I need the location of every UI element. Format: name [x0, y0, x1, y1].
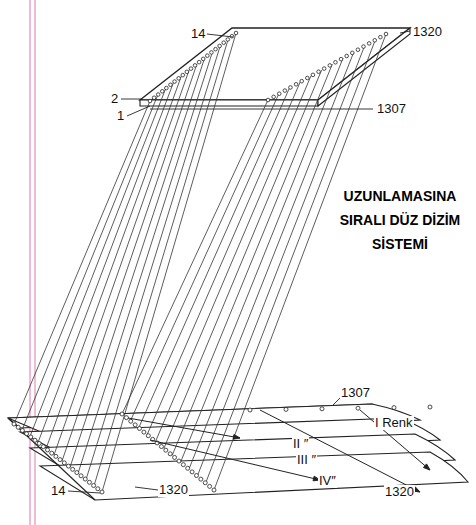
callout-number: IV″ — [318, 474, 337, 488]
callout-number: 1307 — [376, 102, 407, 116]
callout-number: 1320 — [384, 485, 415, 499]
callout-number: 1307 — [340, 386, 371, 400]
callout-number: III ″ — [296, 453, 317, 467]
diagram-title: UZUNLAMASINA SIRALI DÜZ DİZİM SİSTEMİ — [330, 184, 470, 256]
callout-number: 1320 — [412, 25, 443, 39]
callout-number: 14 — [50, 484, 66, 498]
callout-number: 14 — [190, 27, 206, 41]
callout-number: II ″ — [292, 437, 309, 451]
callout-number: 1 — [116, 109, 125, 123]
callout-number: I Renk — [374, 416, 414, 430]
callout-number: 1320 — [158, 483, 189, 497]
callout-number: 2 — [110, 92, 119, 106]
